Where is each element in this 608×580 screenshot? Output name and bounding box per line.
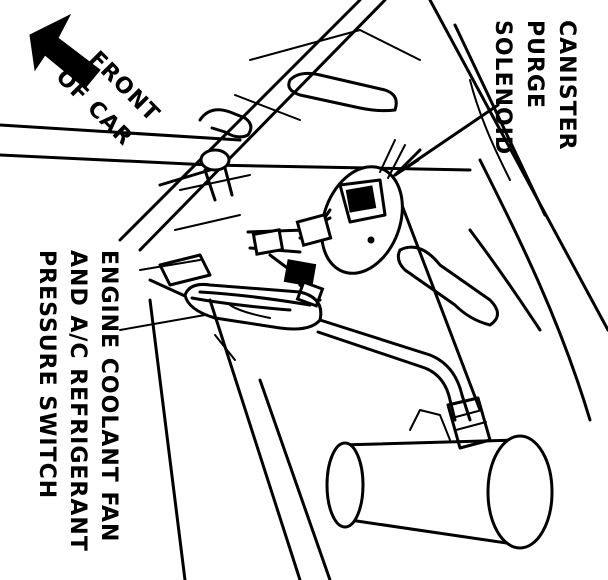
arrow-up-left-icon [29, 13, 101, 89]
switch-label-line-2: AND A/C REFRIGERANT [65, 250, 90, 552]
accumulator-cylinder [325, 409, 554, 550]
switch-label-line-3: PRESSURE SWITCH [34, 250, 59, 499]
solenoid-label-line-3: SOLENOID [490, 20, 515, 155]
solenoid-label-line-1: CANISTER [554, 20, 579, 151]
switch-label-line-1: ENGINE COOLANT FAN [96, 250, 121, 542]
solenoid-label-line-2: PURGE [522, 20, 547, 109]
refrigerant-line [316, 318, 492, 450]
canister-purge-solenoid [298, 103, 500, 275]
upper-hose-fitting [198, 108, 253, 202]
